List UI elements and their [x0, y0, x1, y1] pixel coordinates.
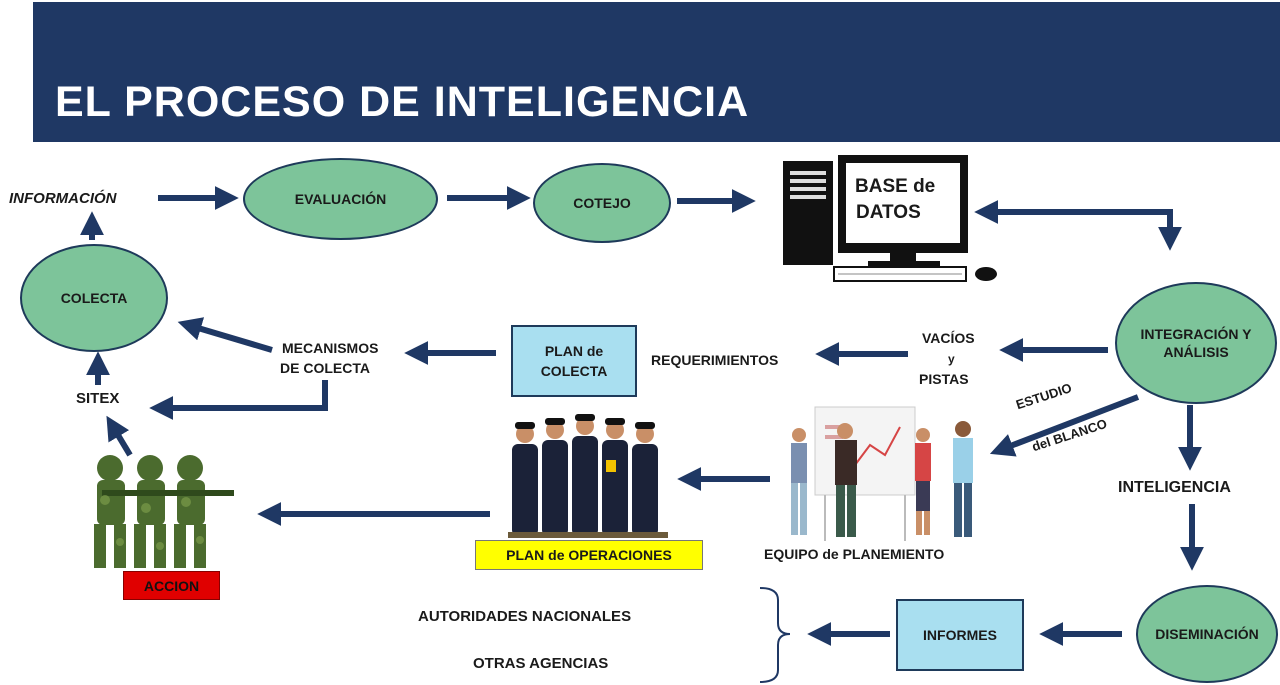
title-banner: EL PROCESO DE INTELIGENCIA [33, 2, 1280, 142]
page-title: EL PROCESO DE INTELIGENCIA [55, 78, 750, 126]
node-evaluacion: EVALUACIÓN [243, 158, 438, 240]
otras-agencias-label: OTRAS AGENCIAS [473, 655, 609, 672]
arrow-basedatos-integracion [1000, 209, 1182, 251]
cotejo-label: COTEJO [573, 195, 631, 211]
node-colecta: COLECTA [20, 244, 168, 352]
node-integracion: INTEGRACIÓN Y ANÁLISIS [1115, 282, 1277, 404]
computer-icon: BASE de DATOS [780, 155, 1005, 285]
pistas-label: PISTAS [919, 371, 969, 387]
integracion-label-2: ANÁLISIS [1163, 344, 1229, 360]
diseminacion-label: DISEMINACIÓN [1155, 626, 1259, 642]
plan-colecta-label-1: PLAN de [544, 343, 604, 359]
basedatos-label-1: BASE de [855, 176, 936, 197]
arrow-mecanismos-colecta [177, 317, 273, 353]
accion-label: ACCION [143, 577, 200, 594]
inteligencia-label: INTELIGENCIA [1118, 479, 1231, 496]
bracket [759, 587, 791, 683]
equipo-label: EQUIPO de PLANEMIENTO [764, 546, 945, 562]
requerimientos-label: REQUERIMIENTOS [651, 352, 779, 368]
plan-operaciones-label: PLAN de OPERACIONES [506, 547, 672, 563]
basedatos-label-2: DATOS [856, 202, 921, 223]
informes-box: INFORMES [896, 599, 1024, 671]
arrow-soldiers-sitex [106, 415, 133, 457]
node-diseminacion: DISEMINACIÓN [1136, 585, 1278, 683]
plan-colecta-label-2: COLECTA [540, 363, 608, 379]
node-informacion: INFORMACIÓN [9, 190, 117, 207]
mecanismos-label-1: MECANISMOS [282, 340, 379, 356]
arrow-integracion-equipo [989, 394, 1140, 457]
colecta-label: COLECTA [60, 290, 128, 306]
mecanismos-label-2: DE COLECTA [280, 360, 370, 376]
informes-label: INFORMES [923, 627, 997, 643]
accion-badge: ACCION [123, 571, 220, 600]
autoridades-label: AUTORIDADES NACIONALES [418, 608, 632, 625]
y-label: y [948, 352, 955, 366]
police-officers-illustration [508, 410, 668, 538]
planning-team-illustration [785, 405, 985, 545]
node-cotejo: COTEJO [533, 163, 671, 243]
plan-colecta-box: PLAN de COLECTA [511, 325, 637, 397]
evaluacion-label: EVALUACIÓN [294, 191, 387, 207]
integracion-label-1: INTEGRACIÓN Y [1140, 326, 1252, 342]
arrow-mecanismos-sitex [149, 380, 328, 420]
soldiers-illustration [80, 450, 240, 575]
vacios-label: VACÍOS [922, 330, 975, 346]
sitex-label: SITEX [76, 390, 120, 407]
plan-operaciones-badge: PLAN de OPERACIONES [475, 540, 703, 570]
